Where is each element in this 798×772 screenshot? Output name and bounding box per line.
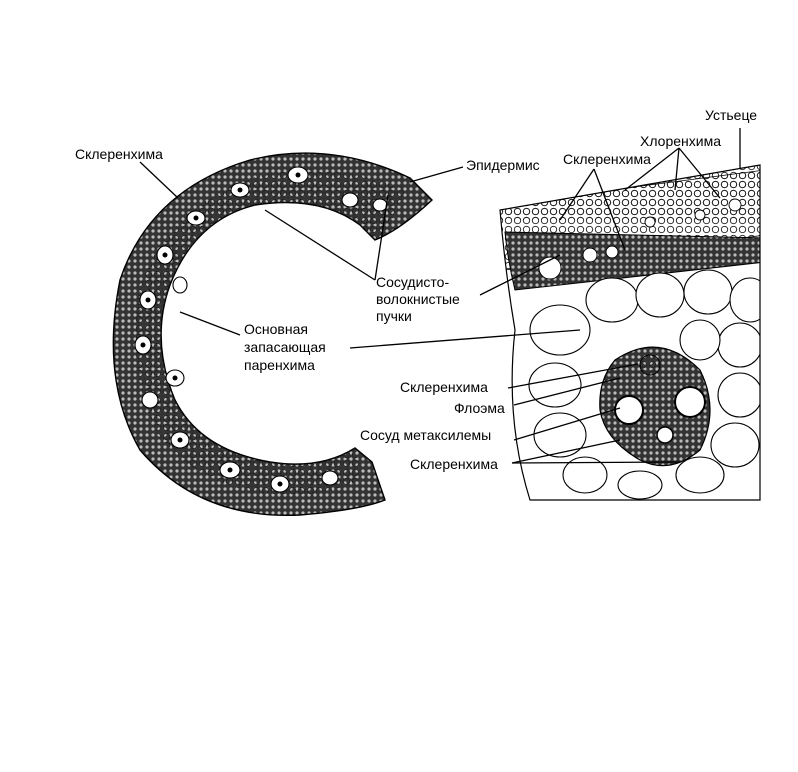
stem-cross-section-figure: [112, 152, 434, 517]
label-sclerenchyma-mid: Склеренхима: [400, 379, 488, 395]
label-bundles-line1: Сосудисто-: [376, 274, 449, 290]
label-stoma: Устьеце: [705, 107, 757, 123]
leader-lines: [139, 128, 741, 464]
label-bundles-line2: волокнистые: [376, 291, 460, 307]
label-ground-line2: запасающая: [244, 339, 326, 355]
label-sclerenchyma-top: Склеренхима: [563, 151, 651, 167]
label-sclerenchyma-left: Склеренхима: [75, 146, 163, 162]
label-metaxylem: Сосуд метаксилемы: [360, 427, 491, 443]
label-epidermis: Эпидермис: [466, 157, 540, 173]
label-chlorenchyma: Хлоренхима: [640, 133, 721, 149]
label-phloem: Флоэма: [454, 400, 505, 416]
label-ground-line3: паренхима: [244, 357, 315, 373]
label-bundles-line3: пучки: [376, 308, 412, 324]
label-sclerenchyma-low: Склеренхима: [410, 456, 498, 472]
label-ground-line1: Основная: [244, 321, 308, 337]
tissue-detail-figure: [499, 164, 761, 501]
